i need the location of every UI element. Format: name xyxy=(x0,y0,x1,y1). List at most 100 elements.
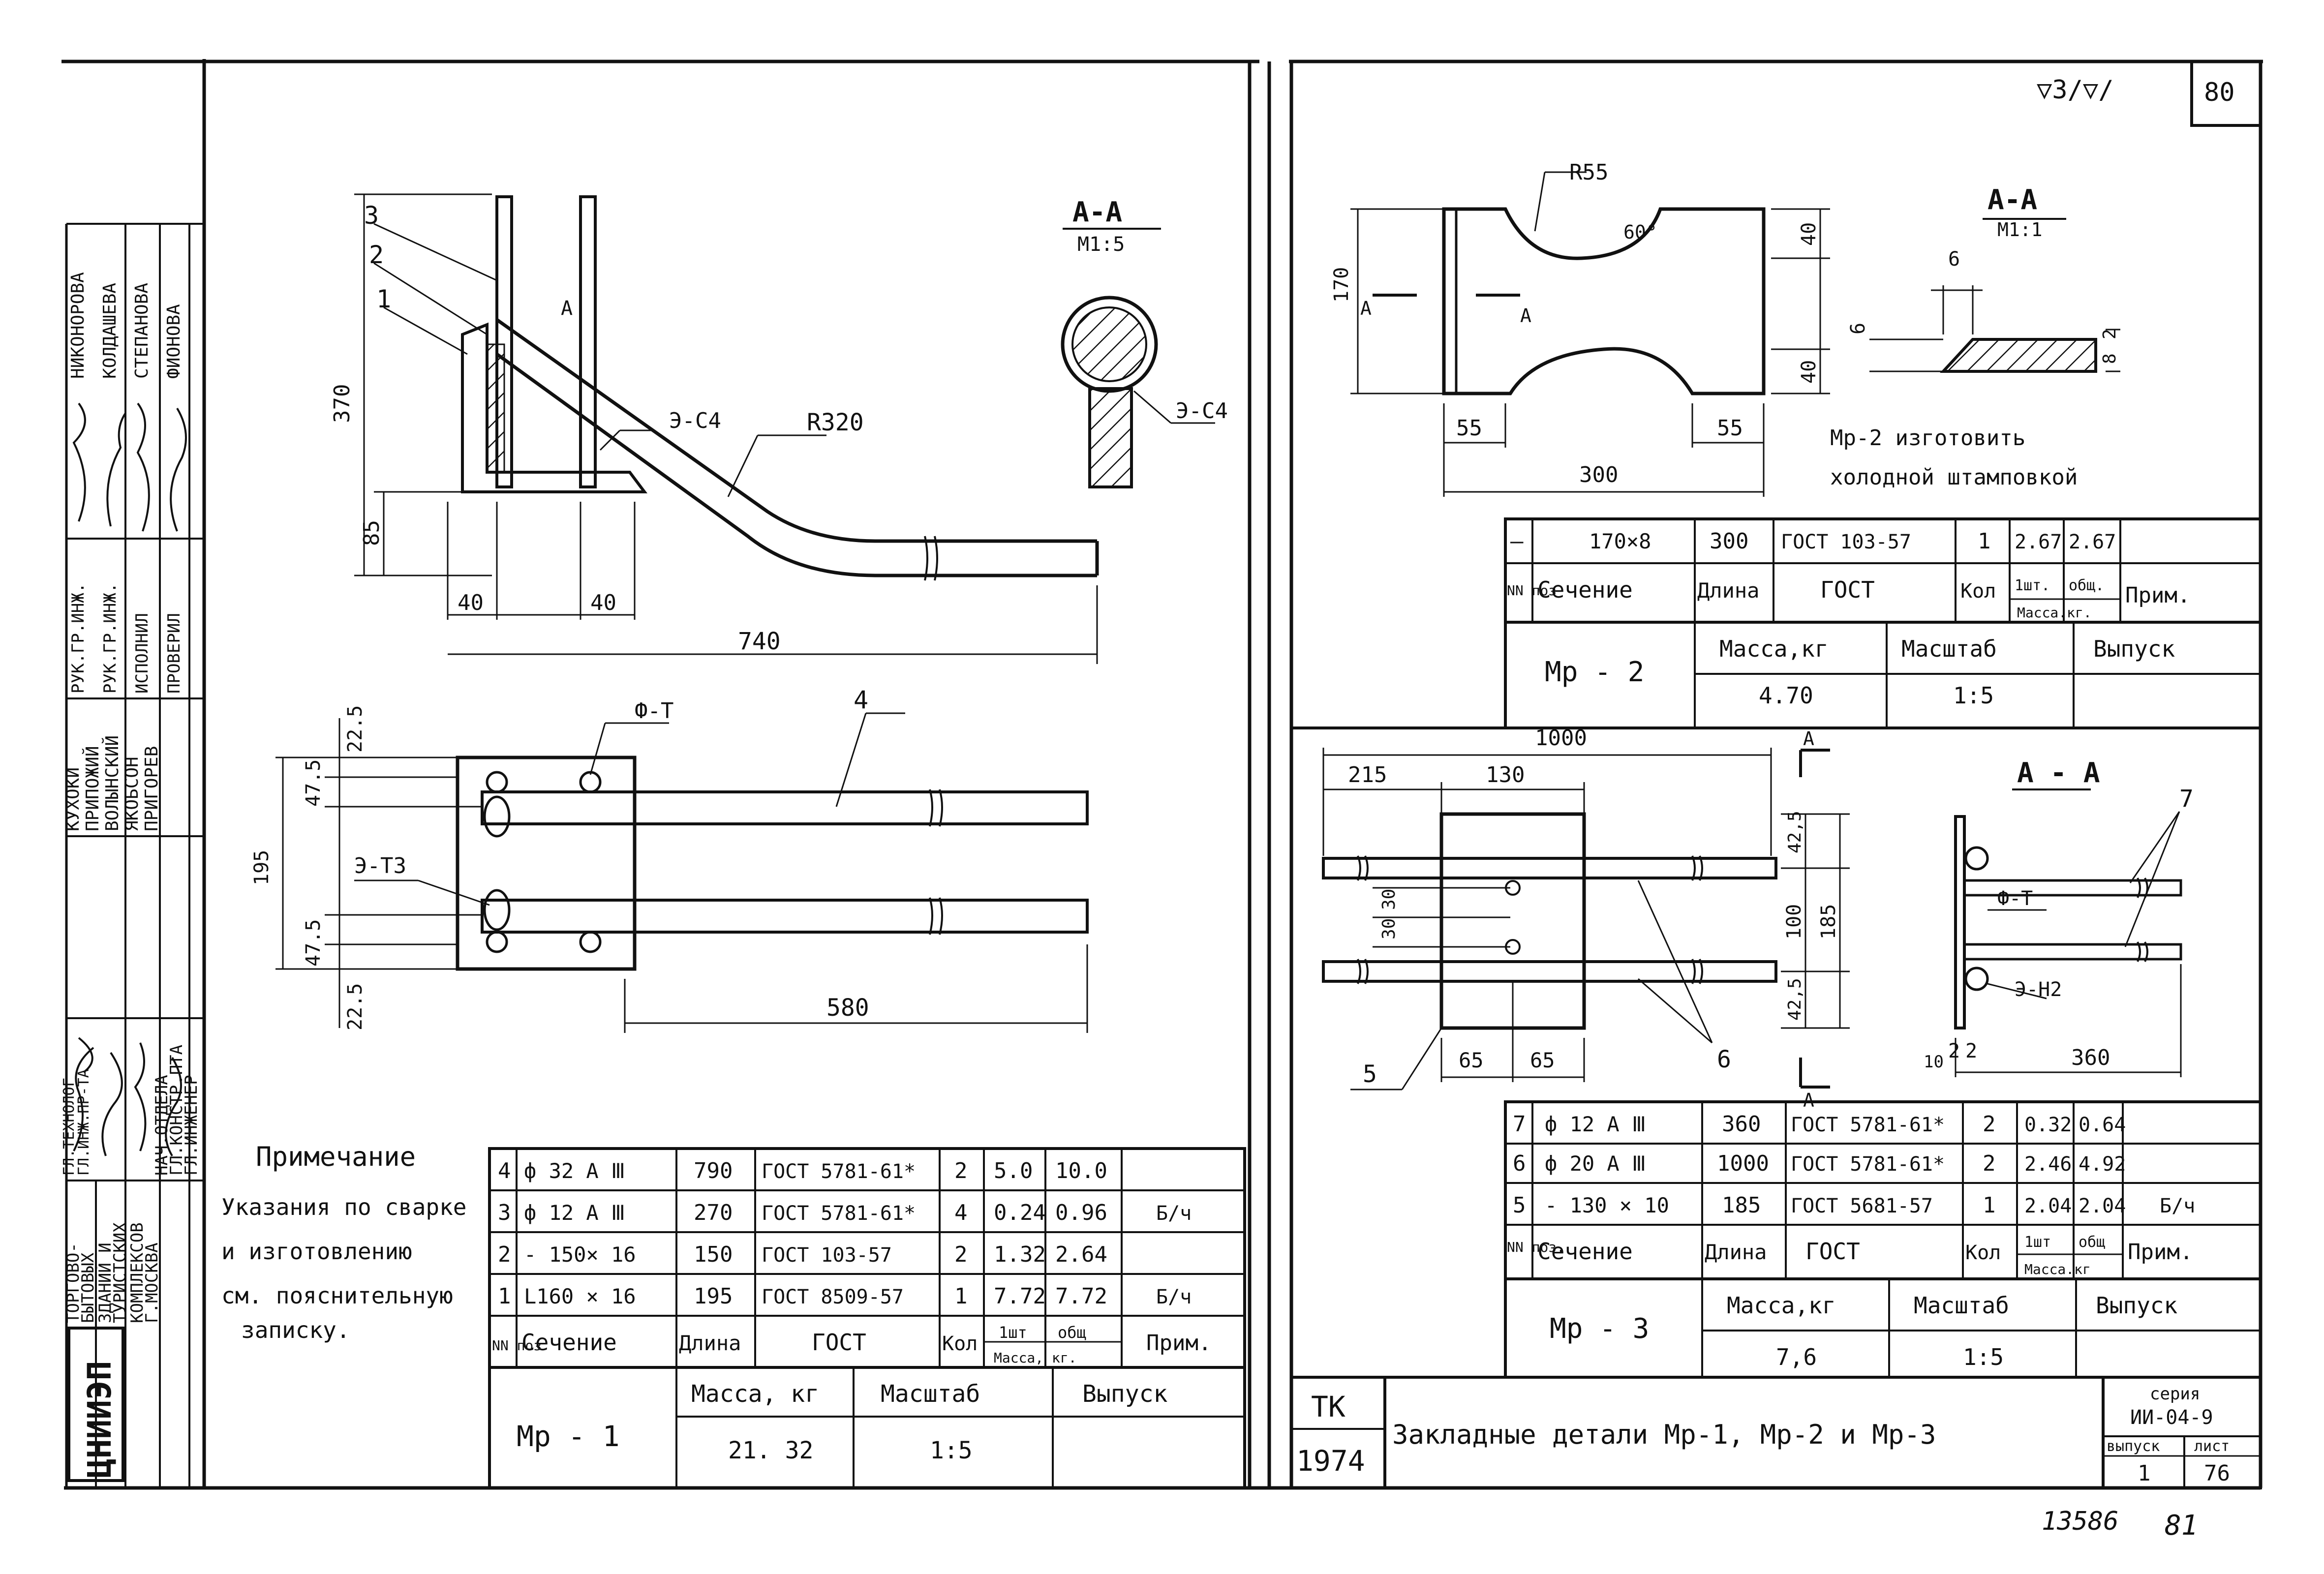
mp3-section-title: А - А xyxy=(2017,757,2100,789)
mp1-dim-40b: 40 xyxy=(590,590,616,615)
mp3-d65a: 65 xyxy=(1459,1048,1484,1072)
mp1-note-line: см. пояснительную xyxy=(221,1282,453,1309)
stamp-name: ФИОНОВА xyxy=(164,304,184,379)
table-cell: 2 xyxy=(954,1242,968,1267)
table-cell: 5 xyxy=(1513,1193,1526,1218)
table-header: ГОСТ xyxy=(1805,1238,1860,1265)
mp1-radius: R320 xyxy=(807,409,864,436)
mp2-d40b: 40 xyxy=(1798,360,1820,384)
page-number-bottom: 81 xyxy=(2165,1510,2198,1542)
table-cell: ГОСТ 8509-57 xyxy=(762,1286,904,1308)
stamp-name: ЯКОБСОН xyxy=(122,757,142,831)
mp1-note-line: и изготовлению xyxy=(221,1238,412,1265)
mp2-spec-rows: — 170×8 300 ГОСТ 103-57 1 2.67 2.67 NN п… xyxy=(1507,529,2190,709)
table-header: Длина xyxy=(1697,578,1759,603)
mp1-callout-2: 2 xyxy=(369,241,384,269)
mp3-callout-7: 7 xyxy=(2179,785,2194,813)
mp3-mass: 7,6 xyxy=(1776,1344,1817,1370)
table-cell: 6 xyxy=(1513,1151,1526,1176)
mp1-dim-195: 195 xyxy=(250,850,273,885)
table-header: NN поз xyxy=(492,1337,542,1354)
mp3-h42-5a: 42,5 xyxy=(1785,811,1805,853)
stamp-name: ПРИГОРЕВ xyxy=(142,746,162,831)
table-cell: Б/ч xyxy=(1156,1202,1192,1225)
table-header: ГОСТ xyxy=(812,1329,866,1356)
table-cell: 0.64 xyxy=(2079,1114,2126,1136)
table-cell: Б/ч xyxy=(2160,1195,2195,1217)
mp1-scale-label: Масштаб xyxy=(881,1380,980,1408)
table-header: Прим. xyxy=(2128,1240,2193,1265)
mp3-w215: 215 xyxy=(1348,762,1387,787)
mp1-label-weld-t3: Э-Т3 xyxy=(354,853,406,878)
mp3-scale: 1:5 xyxy=(1963,1344,2004,1370)
mp2-scale-label: Масштаб xyxy=(1901,636,1997,662)
title-sheet: 76 xyxy=(2204,1461,2230,1486)
table-cell: — xyxy=(1510,529,1524,554)
mp1-scale: 1:5 xyxy=(930,1437,973,1464)
mp2-d55a: 55 xyxy=(1456,416,1482,441)
mp1-callout-4: 4 xyxy=(854,686,868,714)
mp2-d55b: 55 xyxy=(1717,416,1743,441)
mp2-scale: 1:5 xyxy=(1953,682,1994,709)
mp3-d2b: 2 xyxy=(1965,1040,1977,1062)
table-cell: ГОСТ 5781-61* xyxy=(1791,1153,1945,1176)
table-cell: 2 xyxy=(954,1158,968,1183)
mp2-d40a: 40 xyxy=(1798,222,1820,246)
mp2-r55: R55 xyxy=(1569,160,1608,185)
sheet-frame xyxy=(61,59,2263,1490)
mp1-note-line: Указания по сварке xyxy=(221,1194,467,1220)
table-header: Длина xyxy=(679,1331,741,1355)
table-cell: 300 xyxy=(1710,529,1748,554)
mp2-mass: 4.70 xyxy=(1759,682,1813,709)
table-cell: 1 xyxy=(1978,529,1991,554)
table-header: Масса.кг. xyxy=(2017,605,2092,621)
title-issue: 1 xyxy=(2138,1461,2151,1486)
mp3-scale-label: Масштаб xyxy=(1914,1292,2009,1319)
table-cell: 1 xyxy=(498,1284,511,1309)
title-series-label: серия xyxy=(2150,1384,2200,1404)
mp3-spec-table xyxy=(1504,1100,2262,1379)
mp2-section-title: А-А xyxy=(1988,184,2037,216)
mp1-dim-580: 580 xyxy=(826,994,869,1022)
mp3-a1: А xyxy=(1803,728,1814,750)
table-cell: - 150× 16 xyxy=(524,1242,636,1267)
table-cell: 0.24 xyxy=(994,1200,1046,1225)
stamp-name: ВОЛЫНСКИЙ xyxy=(102,735,122,831)
mp2-sec-2: 2 xyxy=(2100,329,2120,339)
mp1-note-title: Примечание xyxy=(256,1141,416,1172)
table-cell: ГОСТ 103-57 xyxy=(762,1244,892,1267)
mp3-callout-6: 6 xyxy=(1717,1046,1731,1073)
mp3-phi-t: Ф-Т xyxy=(1997,887,2033,910)
handwritten-signatures xyxy=(72,402,187,1157)
table-cell: 150 xyxy=(694,1242,733,1267)
stamp-role: ГЛ.ИНЖ.ПР-ТА xyxy=(75,1069,92,1176)
mp1-dim-740: 740 xyxy=(738,628,781,655)
table-cell: 10.0 xyxy=(1055,1158,1107,1183)
mp3-h100: 100 xyxy=(1783,904,1805,939)
mp3-d2a: 2 xyxy=(1948,1040,1960,1062)
mp2-sec-8: 8 xyxy=(2100,353,2120,364)
table-header: ГОСТ xyxy=(1820,576,1875,603)
mp1-weld-c4: Э-С4 xyxy=(669,408,721,433)
table-cell: ф 12 А Ⅲ xyxy=(1545,1112,1646,1136)
mp3-mass-label: Масса,кг xyxy=(1727,1292,1836,1319)
mp2-mark: Мр - 2 xyxy=(1545,656,1644,688)
table-header: Длина xyxy=(1705,1240,1767,1264)
mp2-drawing xyxy=(1350,171,2120,497)
table-cell: 0.32 xyxy=(2024,1114,2072,1136)
roughness-mark: ▽3/▽/ xyxy=(2037,75,2114,105)
mp3-w1000: 1000 xyxy=(1535,726,1587,751)
mp3-d30b: 30 xyxy=(1379,918,1399,939)
mp1-note-line: записку. xyxy=(241,1317,350,1343)
mp1-mark-a: A xyxy=(561,297,573,320)
table-header: Сечение xyxy=(1537,1238,1633,1265)
table-cell: 2 xyxy=(1983,1112,1996,1137)
table-cell: Б/ч xyxy=(1156,1286,1192,1308)
mp1-callout-3: 3 xyxy=(364,201,379,230)
mp1-dim-40a: 40 xyxy=(458,590,484,615)
mp1-dim-370: 370 xyxy=(330,384,355,423)
table-cell: 2.04 xyxy=(2079,1195,2126,1217)
stamp-name: КОЛДАШЕВА xyxy=(100,283,120,379)
table-cell: 2.67 xyxy=(2069,531,2116,553)
